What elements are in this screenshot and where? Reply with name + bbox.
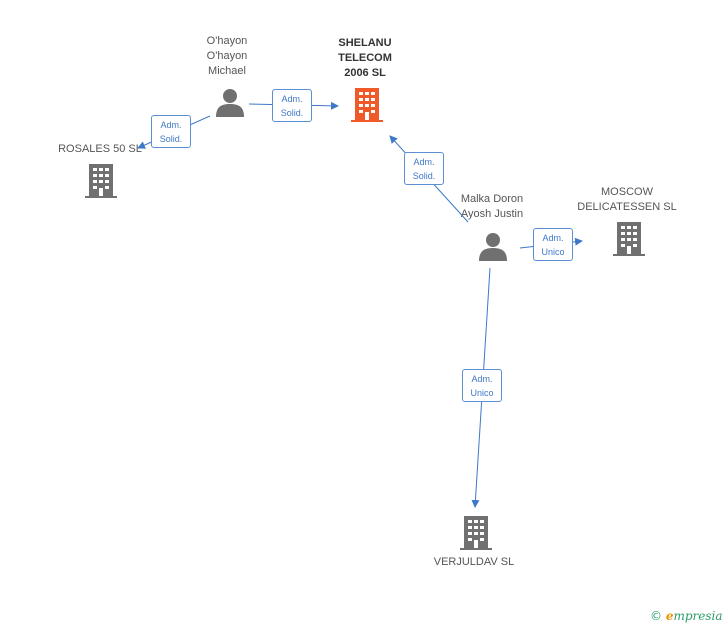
building-icon-verjuldav[interactable] <box>459 514 493 550</box>
copyright-icon: © <box>650 609 662 623</box>
brand-initial: e <box>665 609 674 623</box>
edge-label-malka-moscow[interactable]: Adm. Unico <box>533 228 573 261</box>
node-label-malka: Malka Doron Ayosh Justin <box>460 193 524 220</box>
person-icon-malka[interactable] <box>478 232 508 262</box>
brand-name: mpresia <box>673 609 723 623</box>
edge-label-ohayon-shelanu[interactable]: Adm. Solid. <box>272 89 312 122</box>
node-label-moscow: MOSCOW DELICATESSEN SL <box>577 186 677 213</box>
edge-label-malka-shelanu[interactable]: Adm. Solid. <box>404 152 444 185</box>
brand-logo: © empresia <box>650 609 723 623</box>
node-label-ohayon: O'hayon O'hayon Michael <box>206 35 248 77</box>
edge-label-malka-verjuldav[interactable]: Adm. Unico <box>462 369 502 402</box>
node-label-verjuldav: VERJULDAV SL <box>433 556 515 568</box>
person-icon-ohayon[interactable] <box>215 88 245 118</box>
edge-label-ohayon-rosales[interactable]: Adm. Solid. <box>151 115 191 148</box>
building-icon-rosales[interactable] <box>84 162 118 198</box>
node-label-rosales: ROSALES 50 SL <box>58 143 142 155</box>
building-icon-moscow[interactable] <box>612 220 646 256</box>
building-icon-shelanu[interactable] <box>350 86 384 122</box>
node-label-shelanu: SHELANU TELECOM 2006 SL <box>338 37 392 79</box>
